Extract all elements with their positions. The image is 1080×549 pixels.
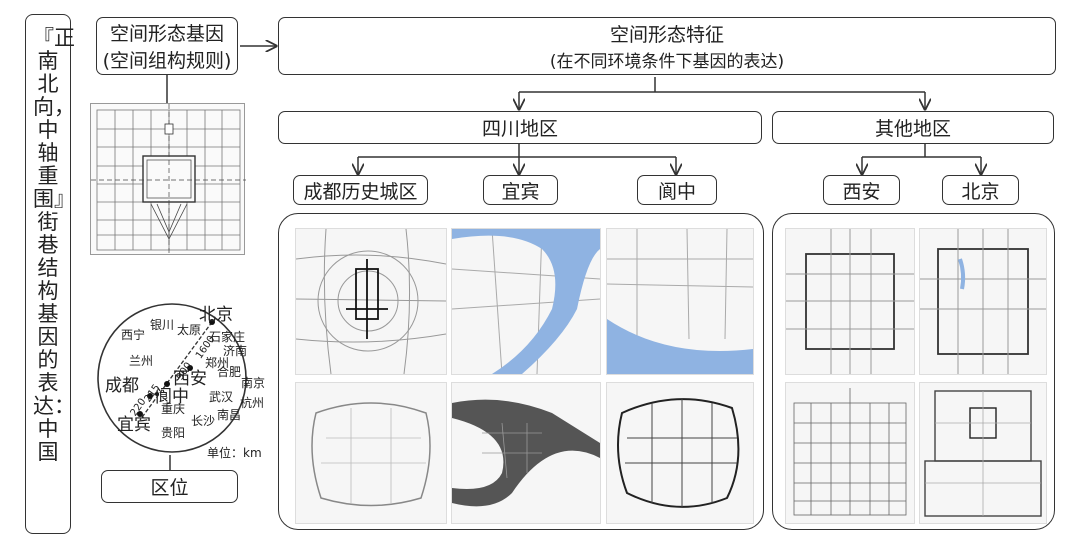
map-city-changsha: 长沙 — [191, 414, 216, 428]
gene-grid-diagram — [90, 103, 246, 256]
beijing-modern-map — [919, 228, 1047, 375]
map-city-lanzhou: 兰州 — [129, 354, 154, 368]
city-chengdu-old: 成都历史城区 — [293, 175, 428, 205]
map-city-zhengzhou: 郑州 — [205, 356, 230, 370]
location-map: 北京 西宁 银川 太原 石家庄 济南 兰州 郑州 西安 合肥 南京 成都 阆中 … — [95, 298, 270, 458]
map-city-yinchuan: 银川 — [150, 318, 175, 332]
location-label: 区位 — [101, 470, 238, 503]
map-city-beijing: 北京 — [199, 305, 233, 325]
langzhong-historic-map — [606, 382, 754, 524]
city-beijing: 北京 — [942, 175, 1019, 205]
city-yibin: 宜宾 — [483, 175, 558, 205]
map-city-hefei: 合肥 — [217, 365, 242, 379]
gene-box: 空间形态基因 (空间组构规则) — [96, 17, 238, 75]
city-xian: 西安 — [823, 175, 900, 205]
map-city-chengdu: 成都 — [105, 376, 139, 396]
map-city-shijiazhuang: 石家庄 — [209, 330, 246, 344]
other-maps-panel — [772, 213, 1055, 530]
chengdu-historic-map — [295, 382, 447, 524]
map-city-jinan: 济南 — [223, 344, 248, 358]
features-subtitle: (在不同环境条件下基因的表达) — [549, 52, 785, 72]
city-langzhong: 阆中 — [637, 175, 717, 205]
map-city-hangzhou: 杭州 — [240, 396, 265, 410]
gene-title: 空间形态基因 — [109, 23, 224, 45]
beijing-historic-map — [919, 382, 1047, 524]
map-city-nanchang: 南昌 — [217, 408, 242, 422]
region-sichuan: 四川地区 — [278, 111, 762, 144]
xian-modern-map — [785, 228, 915, 375]
yibin-modern-map — [451, 228, 601, 375]
map-city-guiyang: 贵阳 — [161, 426, 186, 440]
gene-subtitle: (空间组构规则) — [102, 50, 232, 72]
map-city-xian: 西安 — [173, 369, 207, 389]
langzhong-modern-map — [606, 228, 754, 375]
features-box: 空间形态特征 (在不同环境条件下基因的表达) — [278, 17, 1056, 75]
chengdu-modern-map — [295, 228, 447, 375]
map-city-xining: 西宁 — [121, 328, 146, 342]
map-city-wuhan: 武汉 — [209, 390, 234, 404]
region-other: 其他地区 — [772, 111, 1054, 144]
yibin-historic-map — [451, 382, 601, 524]
map-city-taiyuan: 太原 — [177, 323, 202, 337]
unit-label: 单位：km — [207, 446, 262, 460]
features-title: 空间形态特征 — [609, 24, 724, 46]
map-city-yibin: 宜宾 — [117, 415, 151, 435]
map-city-chongqing: 重庆 — [161, 402, 186, 416]
map-city-langzhong: 阆中 — [155, 387, 189, 407]
map-city-nanjing: 南京 — [241, 376, 266, 390]
xian-historic-map — [785, 382, 915, 524]
left-title-box: 『正南北向，中轴重围』街巷结构基因的表达：中国 — [25, 14, 75, 534]
sichuan-maps-panel — [278, 213, 764, 530]
